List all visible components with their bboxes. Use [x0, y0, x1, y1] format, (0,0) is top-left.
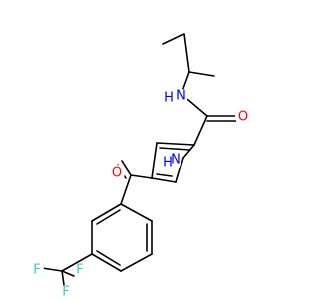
- atom-n-pyrrole: N: [171, 153, 181, 168]
- atom-f-top: F: [76, 263, 83, 278]
- bond-ph-c3-c4: [120, 253, 153, 272]
- atom-o-ketone: O: [112, 166, 122, 181]
- bond-ketone-phenyl: [120, 174, 132, 205]
- bond-ph-c6-c1: [91, 203, 122, 222]
- bond-carbonyl-ring: [193, 115, 208, 146]
- bond-ring-c3-c4: [151, 142, 158, 179]
- atom-h-amide: H: [164, 91, 174, 106]
- bond-ethyl-end: [162, 33, 185, 45]
- bond-ph-c1-c2: [120, 203, 153, 222]
- bond-cf3-f-left: [41, 267, 63, 272]
- bond-layer: [41, 33, 238, 293]
- bond-cf3-f-top: [61, 270, 75, 277]
- bond-ring-n-c2: [182, 144, 195, 159]
- bond-ring-c2-c3: [156, 142, 195, 146]
- atom-f-left: F: [33, 263, 40, 278]
- atom-n-amide: N: [176, 89, 186, 104]
- atom-f-bottom: F: [62, 285, 69, 300]
- bond-ring-c4-c5: [151, 177, 177, 183]
- bond-ketone-co-1: [121, 160, 132, 176]
- bond-methyl: [188, 71, 215, 77]
- atom-h-pyrrole: H: [163, 156, 173, 171]
- bond-ph-c6-c1-inner: [96, 209, 121, 225]
- bond-ph-c4-c5: [91, 253, 122, 272]
- bond-ph-cf3: [61, 253, 93, 272]
- atom-label-layer: H N O O N H F F F: [30, 89, 251, 300]
- molecule-structure: H N O O N H F F F: [30, 33, 251, 300]
- bond-ph-c4-c5-inner: [96, 250, 121, 266]
- bond-ring-c5-n: [175, 157, 184, 183]
- bond-ring-ketone: [130, 174, 153, 179]
- atom-o-amide: O: [238, 110, 248, 125]
- bond-ethyl: [183, 33, 190, 73]
- bond-ring-c4-c5-inner: [156, 173, 173, 177]
- bond-ring-c2-c3-inner: [159, 147, 191, 151]
